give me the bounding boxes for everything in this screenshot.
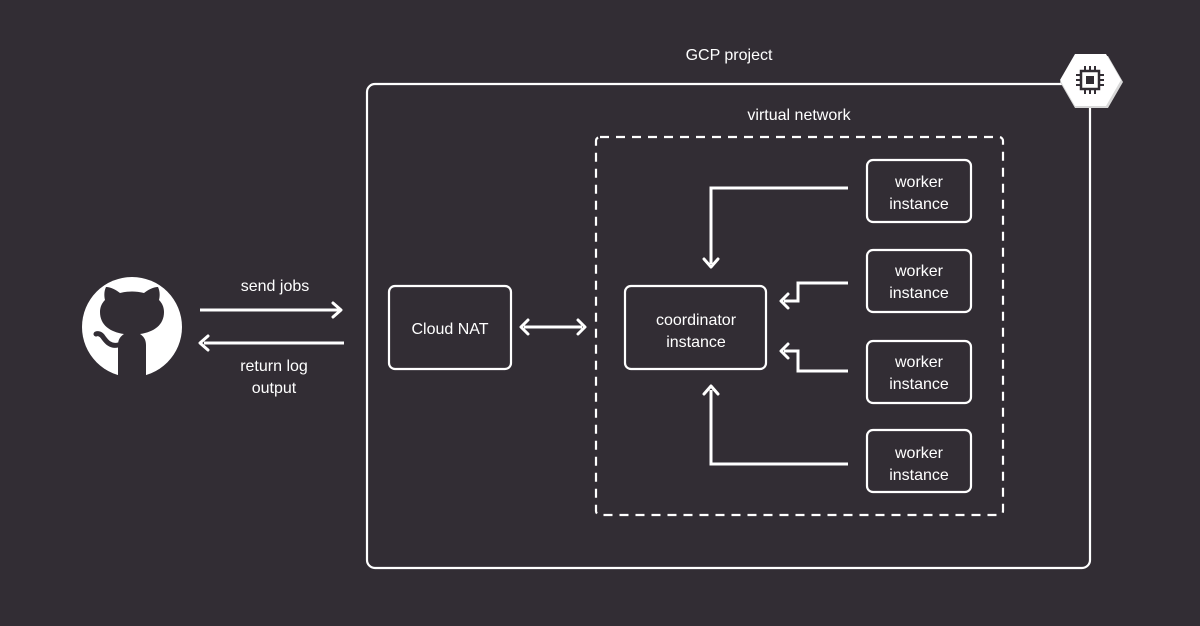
return-log-label-line2: output — [252, 380, 297, 397]
coordinator-label-line1: coordinator — [656, 312, 737, 329]
cloud-nat-box — [387, 284, 513, 371]
gcp-project-container — [365, 82, 1092, 570]
send-jobs-label: send jobs — [241, 278, 310, 295]
worker-label-line1: worker — [894, 174, 944, 191]
worker-label-line2: instance — [889, 467, 949, 484]
gcp-project-label: GCP project — [686, 47, 773, 64]
worker-label-line1: worker — [894, 445, 944, 462]
worker-node-3: worker instance — [865, 339, 973, 405]
worker-4-connector — [702, 384, 848, 466]
virtual-network-container — [594, 135, 1005, 517]
worker-node-1: worker instance — [865, 158, 973, 224]
nat-coordinator-arrow — [519, 318, 587, 336]
return-log-arrow — [198, 334, 344, 352]
worker-label-line2: instance — [889, 285, 949, 302]
coordinator-box — [623, 284, 768, 371]
github-icon — [82, 277, 182, 377]
return-log-label-line1: return log — [240, 358, 308, 375]
github-icon-mask — [82, 377, 182, 400]
compute-engine-icon — [1060, 54, 1123, 108]
worker-3-connector — [779, 342, 848, 373]
worker-2-connector — [779, 281, 848, 310]
cloud-nat-label: Cloud NAT — [411, 321, 488, 338]
coordinator-label-line2: instance — [666, 334, 726, 351]
worker-label-line2: instance — [889, 196, 949, 213]
worker-1-connector — [702, 186, 848, 269]
virtual-network-label: virtual network — [747, 107, 851, 124]
worker-label-line1: worker — [894, 354, 944, 371]
worker-label-line2: instance — [889, 376, 949, 393]
worker-label-line1: worker — [894, 263, 944, 280]
worker-node-4: worker instance — [865, 428, 973, 494]
worker-node-2: worker instance — [865, 248, 973, 314]
send-jobs-arrow — [200, 301, 343, 319]
